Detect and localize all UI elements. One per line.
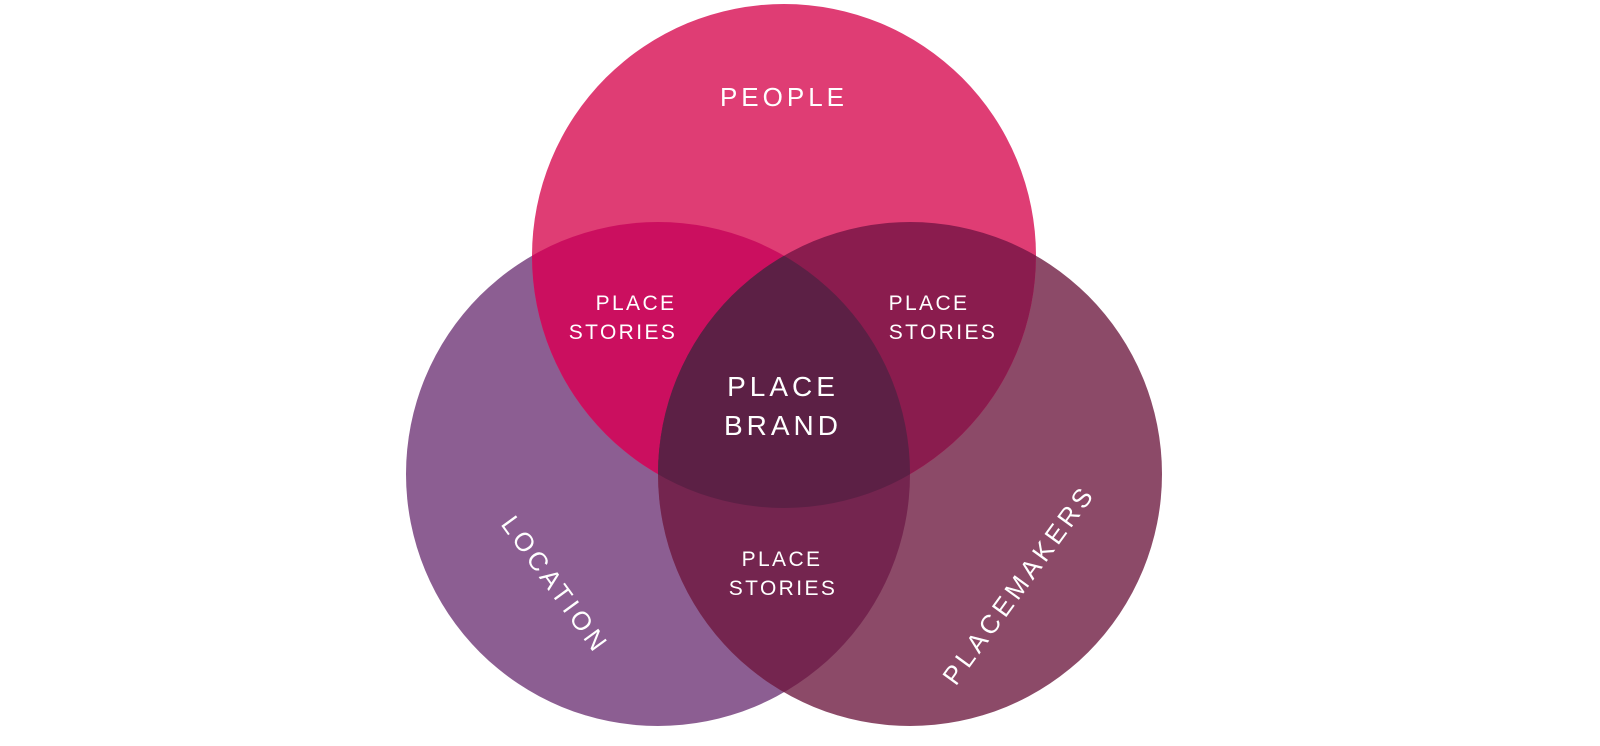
people-location-label-line2: STORIES [569, 321, 678, 344]
people-location-label-line1: PLACE [596, 292, 677, 315]
people-label: PEOPLE [720, 82, 848, 112]
location-placemakers-label-line1: PLACE [742, 548, 823, 571]
center-overlap [658, 222, 910, 508]
people-placemakers-label-line1: PLACE [889, 292, 970, 315]
center-label-line1: PLACE [727, 371, 839, 402]
location-placemakers-label-line2: STORIES [729, 577, 838, 600]
people-placemakers-label-line2: STORIES [889, 321, 998, 344]
center-label-line2: BRAND [724, 410, 842, 441]
